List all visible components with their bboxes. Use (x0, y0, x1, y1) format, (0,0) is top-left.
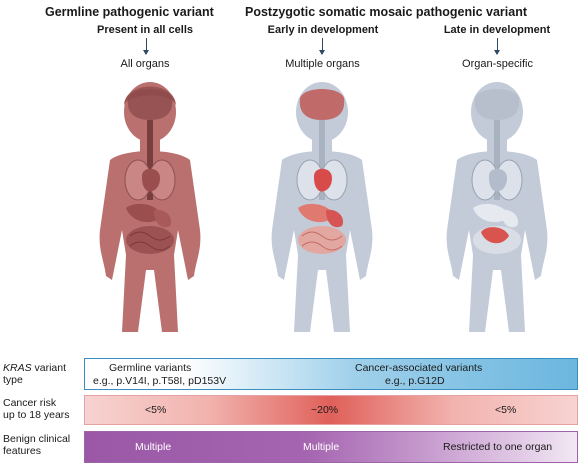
benign-germline: Multiple (135, 441, 172, 453)
row-label-risk-line1: Cancer risk (3, 397, 57, 409)
germline-variants-examples: e.g., p.V14I, p.T58I, pD153V (93, 375, 227, 387)
risk-germline: <5% (145, 404, 167, 416)
cancer-variants-examples: e.g., p.G12D (385, 375, 445, 387)
arrow-down-icon (494, 38, 500, 55)
cancer-variants-title: Cancer-associated variants (355, 362, 483, 374)
row-label-benign-line2: features (3, 445, 41, 457)
organs-label-multiple: Multiple organs (285, 58, 360, 70)
arrow-down-icon (319, 38, 325, 55)
organs-label-all: All organs (120, 58, 170, 70)
row-label-benign-line1: Benign clinical (3, 433, 71, 445)
benign-early: Multiple (303, 441, 340, 453)
row-label-benign-features: Benign clinical features (3, 433, 70, 457)
row-label-variant-italic: KRAS (3, 362, 32, 374)
timing-label-early: Early in development (267, 24, 379, 36)
cancer-risk-bar: <5% ~20% <5% (84, 395, 578, 425)
human-figure-late (446, 82, 548, 332)
row-label-variant-type: KRAS variant type (3, 362, 66, 386)
risk-late: <5% (495, 404, 517, 416)
row-label-variant-rest: variant (31, 362, 67, 374)
germline-header: Germline pathogenic variant (45, 5, 214, 19)
organs-label-specific: Organ-specific (462, 58, 533, 70)
row-label-variant-line2: type (3, 374, 23, 386)
benign-late: Restricted to one organ (443, 441, 553, 453)
row-label-risk-line2: up to 18 years (3, 409, 70, 421)
timing-label-late: Late in development (443, 24, 551, 36)
benign-features-bar: Multiple Multiple Restricted to one orga… (84, 431, 578, 463)
risk-early: ~20% (311, 404, 339, 416)
germline-variants-title: Germline variants (109, 362, 192, 374)
human-figure-germline (99, 82, 201, 332)
timing-label-germline: Present in all cells (97, 24, 193, 36)
human-figure-early (271, 82, 373, 332)
row-label-cancer-risk: Cancer risk up to 18 years (3, 397, 70, 421)
variant-type-bar: Germline variants e.g., p.V14I, p.T58I, … (84, 358, 578, 390)
arrow-down-icon (143, 38, 149, 55)
mosaic-header: Postzygotic somatic mosaic pathogenic va… (245, 5, 528, 19)
